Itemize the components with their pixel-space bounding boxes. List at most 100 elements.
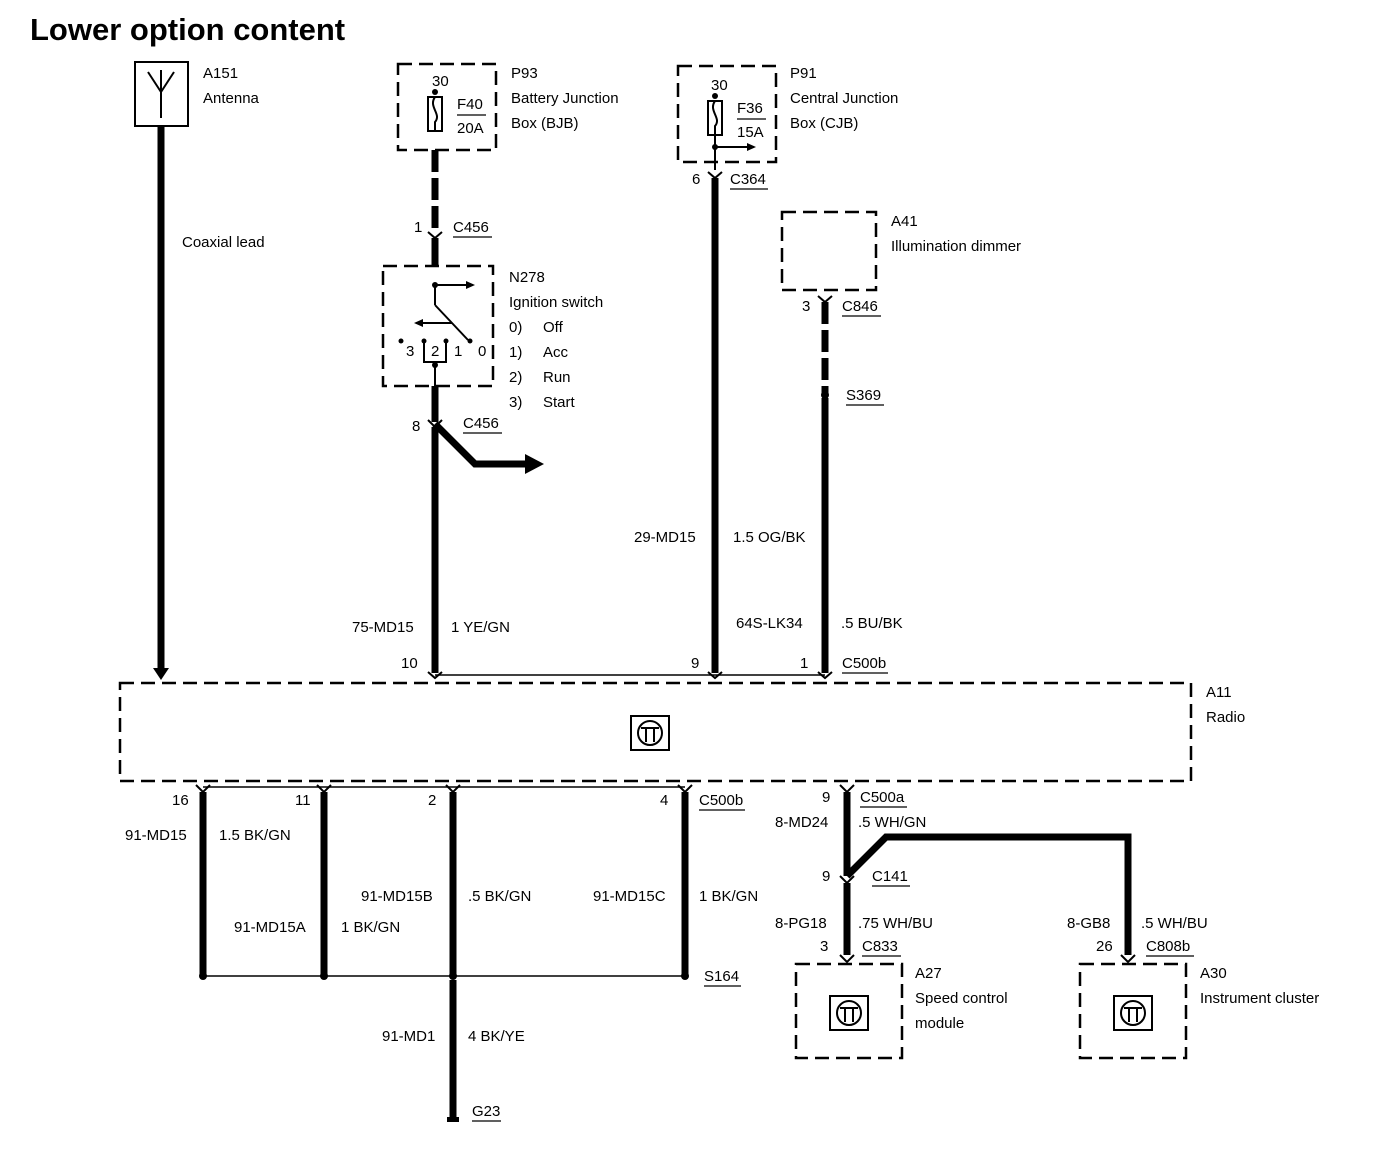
dimmer-component: A41 Illumination dimmer bbox=[780, 210, 1021, 292]
cluster-name: Instrument cluster bbox=[1200, 990, 1319, 1007]
radio-box bbox=[118, 681, 1193, 783]
ignition-id: N278 bbox=[509, 269, 545, 286]
wire-91-md15b-spec: .5 BK/GN bbox=[468, 888, 531, 905]
speed-control-box bbox=[794, 962, 904, 1060]
c500b-top-conn: C500b bbox=[842, 655, 886, 672]
ignition-switch-component: 3 2 1 0 N278 Ignition switch 0) Off 1) A… bbox=[381, 264, 603, 411]
c500b-bottom-pin-4: 4 bbox=[660, 792, 668, 809]
bjb-fuse: F40 bbox=[457, 96, 483, 113]
wire-8gb8-spec: .5 WH/BU bbox=[1141, 915, 1208, 932]
wire-91-md15c-spec: 1 BK/GN bbox=[699, 888, 758, 905]
c456-top-conn: C456 bbox=[453, 219, 489, 236]
ignition-pos-num: 0) bbox=[509, 319, 522, 336]
ignition-pos-label: Off bbox=[543, 319, 564, 336]
c456-bottom-pin: 8 bbox=[412, 418, 420, 435]
wire-8md24-circuit: 8-MD24 bbox=[775, 814, 828, 831]
cjb-id: P91 bbox=[790, 65, 817, 82]
bjb-component: 30 F40 20A P93 Battery Junction Box (BJB… bbox=[396, 62, 619, 152]
switch-contact-1: 1 bbox=[454, 343, 462, 360]
dimmer-box bbox=[780, 210, 878, 292]
antenna-icon bbox=[147, 70, 175, 118]
c500b-bottom-conn: C500b bbox=[699, 792, 743, 809]
wire-29-circuit: 29-MD15 bbox=[634, 529, 696, 546]
c500b-top-pin-1: 1 bbox=[800, 655, 808, 672]
coaxial-arrow-icon bbox=[153, 668, 169, 680]
cjb-rating: 15A bbox=[737, 124, 764, 141]
speed-control-id: A27 bbox=[915, 965, 942, 982]
wire-8pg18-spec: .75 WH/BU bbox=[858, 915, 933, 932]
bjb-pin: 30 bbox=[432, 73, 449, 90]
wire-91-md15-spec: 1.5 BK/GN bbox=[219, 827, 291, 844]
radio-component: A11 Radio bbox=[118, 681, 1245, 783]
radio-id: A11 bbox=[1206, 684, 1232, 701]
wire-8-gb8 bbox=[844, 833, 1132, 955]
splice-s369 bbox=[821, 391, 829, 399]
wire-75-circuit: 75-MD15 bbox=[352, 619, 414, 636]
c500a-pin: 9 bbox=[822, 789, 830, 806]
switch-contact-0: 0 bbox=[478, 343, 486, 360]
c500b-top-pin-9: 9 bbox=[691, 655, 699, 672]
c364-conn: C364 bbox=[730, 171, 766, 188]
cjb-box bbox=[676, 64, 778, 164]
wire-8pg18-circuit: 8-PG18 bbox=[775, 915, 827, 932]
antenna-name: Antenna bbox=[203, 90, 260, 107]
c500b-bottom-pin-11: 11 bbox=[295, 792, 311, 809]
bjb-rating: 20A bbox=[457, 120, 484, 137]
speed-control-module-icon bbox=[829, 995, 869, 1031]
wire-91-md15a-spec: 1 BK/GN bbox=[341, 919, 400, 936]
ignition-pos-label: Start bbox=[543, 394, 576, 411]
cjb-fuse: F36 bbox=[737, 100, 763, 117]
splice-s164 bbox=[449, 972, 457, 980]
antenna-component: A151 Antenna bbox=[134, 61, 260, 127]
c808b-conn: C808b bbox=[1146, 938, 1190, 955]
c846-conn: C846 bbox=[842, 298, 878, 315]
s369-label: S369 bbox=[846, 387, 881, 404]
speed-control-name-2: module bbox=[915, 1015, 964, 1032]
bjb-name-1: Battery Junction bbox=[511, 90, 619, 107]
wire-29-spec: 1.5 OG/BK bbox=[733, 529, 806, 546]
c456-top-pin: 1 bbox=[414, 219, 422, 236]
wire-8md24-spec: .5 WH/GN bbox=[858, 814, 926, 831]
antenna-id: A151 bbox=[203, 65, 238, 82]
wire-91-md1-spec: 4 BK/YE bbox=[468, 1028, 525, 1045]
ground-icon bbox=[447, 1117, 459, 1122]
dimmer-name: Illumination dimmer bbox=[891, 238, 1021, 255]
bjb-name-2: Box (BJB) bbox=[511, 115, 579, 132]
c500a-conn: C500a bbox=[860, 789, 905, 806]
cluster-box bbox=[1078, 962, 1188, 1060]
speed-control-name-1: Speed control bbox=[915, 990, 1008, 1007]
c500b-bottom-pin-16: 16 bbox=[172, 792, 189, 809]
c500b-bottom-pin-2: 2 bbox=[428, 792, 436, 809]
switch-contact-3: 3 bbox=[406, 343, 414, 360]
c364-pin: 6 bbox=[692, 171, 700, 188]
wire-91-md15c-circuit: 91-MD15C bbox=[593, 888, 666, 905]
c141-pin: 9 bbox=[822, 868, 830, 885]
s164-label: S164 bbox=[704, 968, 739, 985]
radio-module-icon bbox=[630, 715, 670, 751]
ignition-pos-num: 1) bbox=[509, 344, 522, 361]
cjb-pin: 30 bbox=[711, 77, 728, 94]
c500b-top-pin-10: 10 bbox=[401, 655, 418, 672]
c456-bottom-conn: C456 bbox=[463, 415, 499, 432]
speed-control-component: A27 Speed control module bbox=[794, 962, 1008, 1060]
wire-91-md1-circuit: 91-MD1 bbox=[382, 1028, 435, 1045]
ignition-branch-wire bbox=[432, 421, 525, 468]
c808b-pin: 26 bbox=[1096, 938, 1113, 955]
cluster-module-icon bbox=[1113, 995, 1153, 1031]
cluster-component: A30 Instrument cluster bbox=[1078, 962, 1319, 1060]
radio-name: Radio bbox=[1206, 709, 1245, 726]
wire-91-md15-circuit: 91-MD15 bbox=[125, 827, 187, 844]
cjb-component: 30 F36 15A P91 Central Junction Box (CJB… bbox=[676, 64, 898, 170]
wire-75-spec: 1 YE/GN bbox=[451, 619, 510, 636]
ignition-name: Ignition switch bbox=[509, 294, 603, 311]
bjb-id: P93 bbox=[511, 65, 538, 82]
ignition-pos-num: 2) bbox=[509, 369, 522, 386]
ignition-pos-num: 3) bbox=[509, 394, 522, 411]
bjb-box bbox=[396, 62, 498, 152]
switch-contact-2: 2 bbox=[431, 343, 439, 360]
wire-8gb8-circuit: 8-GB8 bbox=[1067, 915, 1110, 932]
cjb-name-2: Box (CJB) bbox=[790, 115, 858, 132]
wire-64-spec: .5 BU/BK bbox=[841, 615, 903, 632]
ignition-pos-label: Run bbox=[543, 369, 571, 386]
